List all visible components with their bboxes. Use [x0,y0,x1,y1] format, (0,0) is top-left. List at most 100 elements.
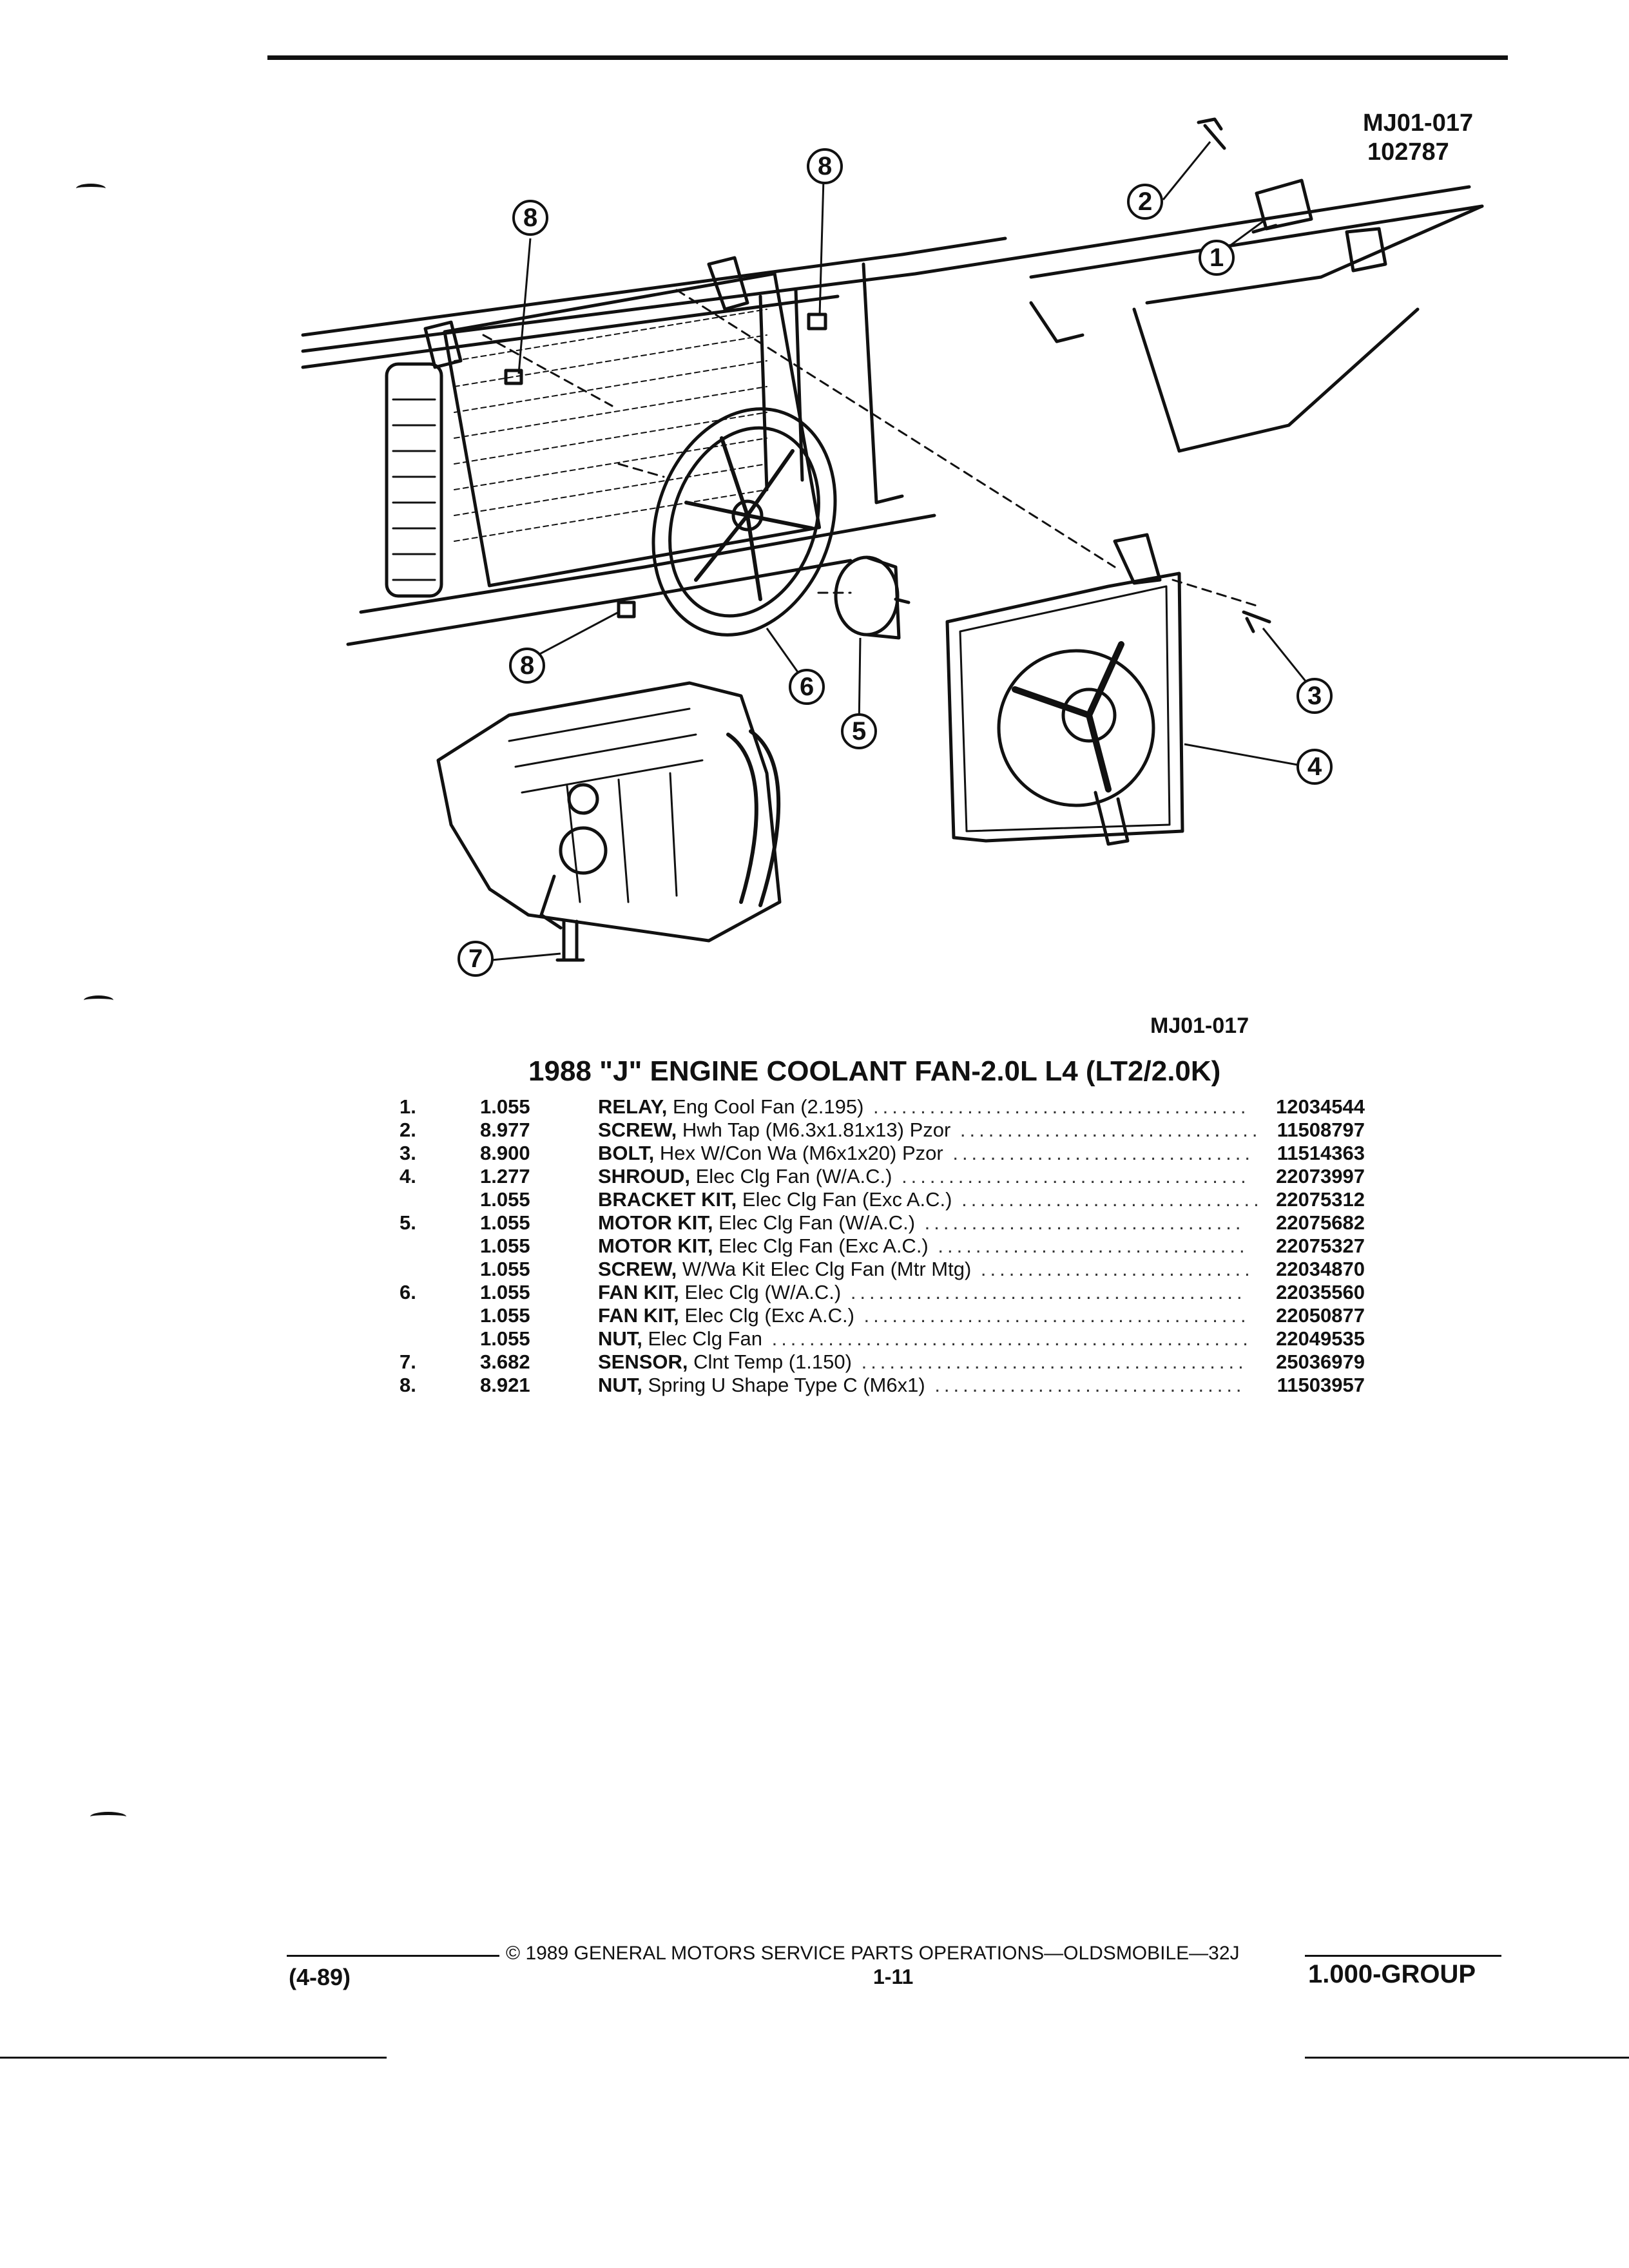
dot-leader: ........................................… [762,1327,1252,1350]
part-detail: Elec Clg Fan [642,1327,762,1350]
part-description: SENSOR, Clnt Temp (1.150) ..............… [598,1350,1248,1374]
item-number: 4. [400,1165,416,1187]
dot-leader: ................................. [925,1374,1246,1396]
callout-8: 8 [818,152,833,180]
part-description: NUT, Spring U Shape Type C (M6x1) ......… [598,1374,1246,1397]
item-number: 8. [400,1374,416,1396]
part-description: RELAY, Eng Cool Fan (2.195) ............… [598,1095,1250,1119]
part-number: 22075682 [1276,1211,1365,1234]
part-detail: Clnt Temp (1.150) [688,1350,852,1373]
dot-leader: ........................................ [863,1095,1250,1118]
part-description: SCREW, Hwh Tap (M6.3x1.81x13) Pzor .....… [598,1119,1262,1142]
callout-8-circle [807,148,843,184]
group-number: 8.921 [480,1374,530,1396]
group-number: 1.055 [480,1281,530,1303]
footer-group: 1.000-GROUP [1308,1960,1476,1988]
parts-list-row: 1.055 BRACKET KIT, Elec Clg Fan (Exc A.C.… [0,1188,1629,1213]
part-detail: Hex W/Con Wa (M6x1x20) Pzor [654,1142,943,1164]
group-number: 1.055 [480,1235,530,1257]
callout-2-circle [1127,184,1163,220]
part-description: SHROUD, Elec Clg Fan (W/A.C.) ..........… [598,1165,1250,1188]
group-number: 3.682 [480,1350,530,1373]
parts-list-row: 8. 8.921 NUT, Spring U Shape Type C (M6x1)… [0,1374,1629,1398]
part-number: 22050877 [1276,1304,1365,1327]
part-name: SCREW, [598,1119,677,1141]
parts-list-row: 3. 8.900 BOLT, Hex W/Con Wa (M6x1x20) Pzor… [0,1142,1629,1166]
dot-leader: ................................. [928,1235,1249,1257]
dot-leader: ............................. [971,1258,1254,1280]
part-name: SCREW, [598,1258,677,1280]
top-rule [267,55,1508,60]
part-number: 22075312 [1276,1188,1365,1211]
part-detail: Elec Clg Fan (Exc A.C.) [713,1235,929,1257]
group-number: 1.055 [480,1095,530,1118]
parts-list-row: 1. 1.055 RELAY, Eng Cool Fan (2.195) .....… [0,1095,1629,1120]
callout-1-circle [1199,240,1235,276]
part-name: FAN KIT, [598,1281,679,1303]
part-description: NUT, Elec Clg Fan ......................… [598,1327,1252,1350]
footer-revision: (4-89) [289,1964,351,1990]
part-detail: Elec Clg (W/A.C.) [679,1281,842,1303]
group-number: 8.900 [480,1142,530,1164]
callout-3-circle [1296,678,1333,714]
binder-mark [76,184,106,193]
dot-leader: ................................ [950,1119,1262,1141]
figure-code-bottom: MJ01-017 [1150,1014,1249,1038]
callout-3: 3 [1307,682,1322,710]
part-number: 22049535 [1276,1327,1365,1350]
part-name: NUT, [598,1327,642,1350]
part-description: BRACKET KIT, Elec Clg Fan (Exc A.C.) ...… [598,1188,1263,1211]
item-number: 3. [400,1142,416,1164]
part-name: SENSOR, [598,1350,688,1373]
figure-code-top: MJ01-017 [1363,110,1474,137]
footer-copyright: © 1989 GENERAL MOTORS SERVICE PARTS OPER… [506,1943,1240,1964]
item-number: 5. [400,1211,416,1234]
callout-8: 8 [520,651,535,680]
dot-leader: ................................ [943,1142,1254,1164]
callout-4: 4 [1307,753,1322,781]
callout-6: 6 [800,673,815,701]
footer-rule-right [1305,1955,1501,1957]
footer-page-number: 1-11 [873,1965,914,1988]
part-number: 11514363 [1277,1142,1365,1164]
part-number: 11508797 [1277,1119,1365,1141]
group-number: 1.277 [480,1165,530,1187]
part-name: RELAY, [598,1095,668,1118]
part-detail: Elec Clg Fan (Exc A.C.) [737,1188,952,1211]
part-name: MOTOR KIT, [598,1211,713,1234]
part-detail: Hwh Tap (M6.3x1.81x13) Pzor [677,1119,951,1141]
item-number: 1. [400,1095,416,1118]
part-name: BOLT, [598,1142,655,1164]
callout-4-circle [1296,749,1333,785]
part-description: BOLT, Hex W/Con Wa (M6x1x20) Pzor ......… [598,1142,1254,1165]
group-number: 1.055 [480,1258,530,1280]
group-number: 1.055 [480,1188,530,1211]
callout-1: 1 [1210,244,1224,272]
part-name: MOTOR KIT, [598,1235,713,1257]
dot-leader: ..................................... [892,1165,1250,1187]
callout-5-circle [841,713,877,749]
callout-5: 5 [852,717,867,745]
dot-leader: ........................................… [851,1350,1248,1373]
dot-leader: ........................................… [854,1304,1250,1327]
callout-7: 7 [468,945,483,973]
footer-rule-left [287,1955,499,1957]
dot-leader: ................................ [952,1188,1263,1211]
item-number: 2. [400,1119,416,1141]
group-number: 1.055 [480,1211,530,1234]
part-number: 22073997 [1276,1165,1365,1187]
exploded-view-diagram [301,117,1484,977]
part-detail: Elec Clg Fan (W/A.C.) [713,1211,916,1234]
callout-8-circle [509,648,545,684]
callout-6-circle [789,669,825,705]
part-detail: Eng Cool Fan (2.195) [667,1095,864,1118]
bottom-rule-left [0,2057,387,2059]
callout-8: 8 [523,204,538,232]
